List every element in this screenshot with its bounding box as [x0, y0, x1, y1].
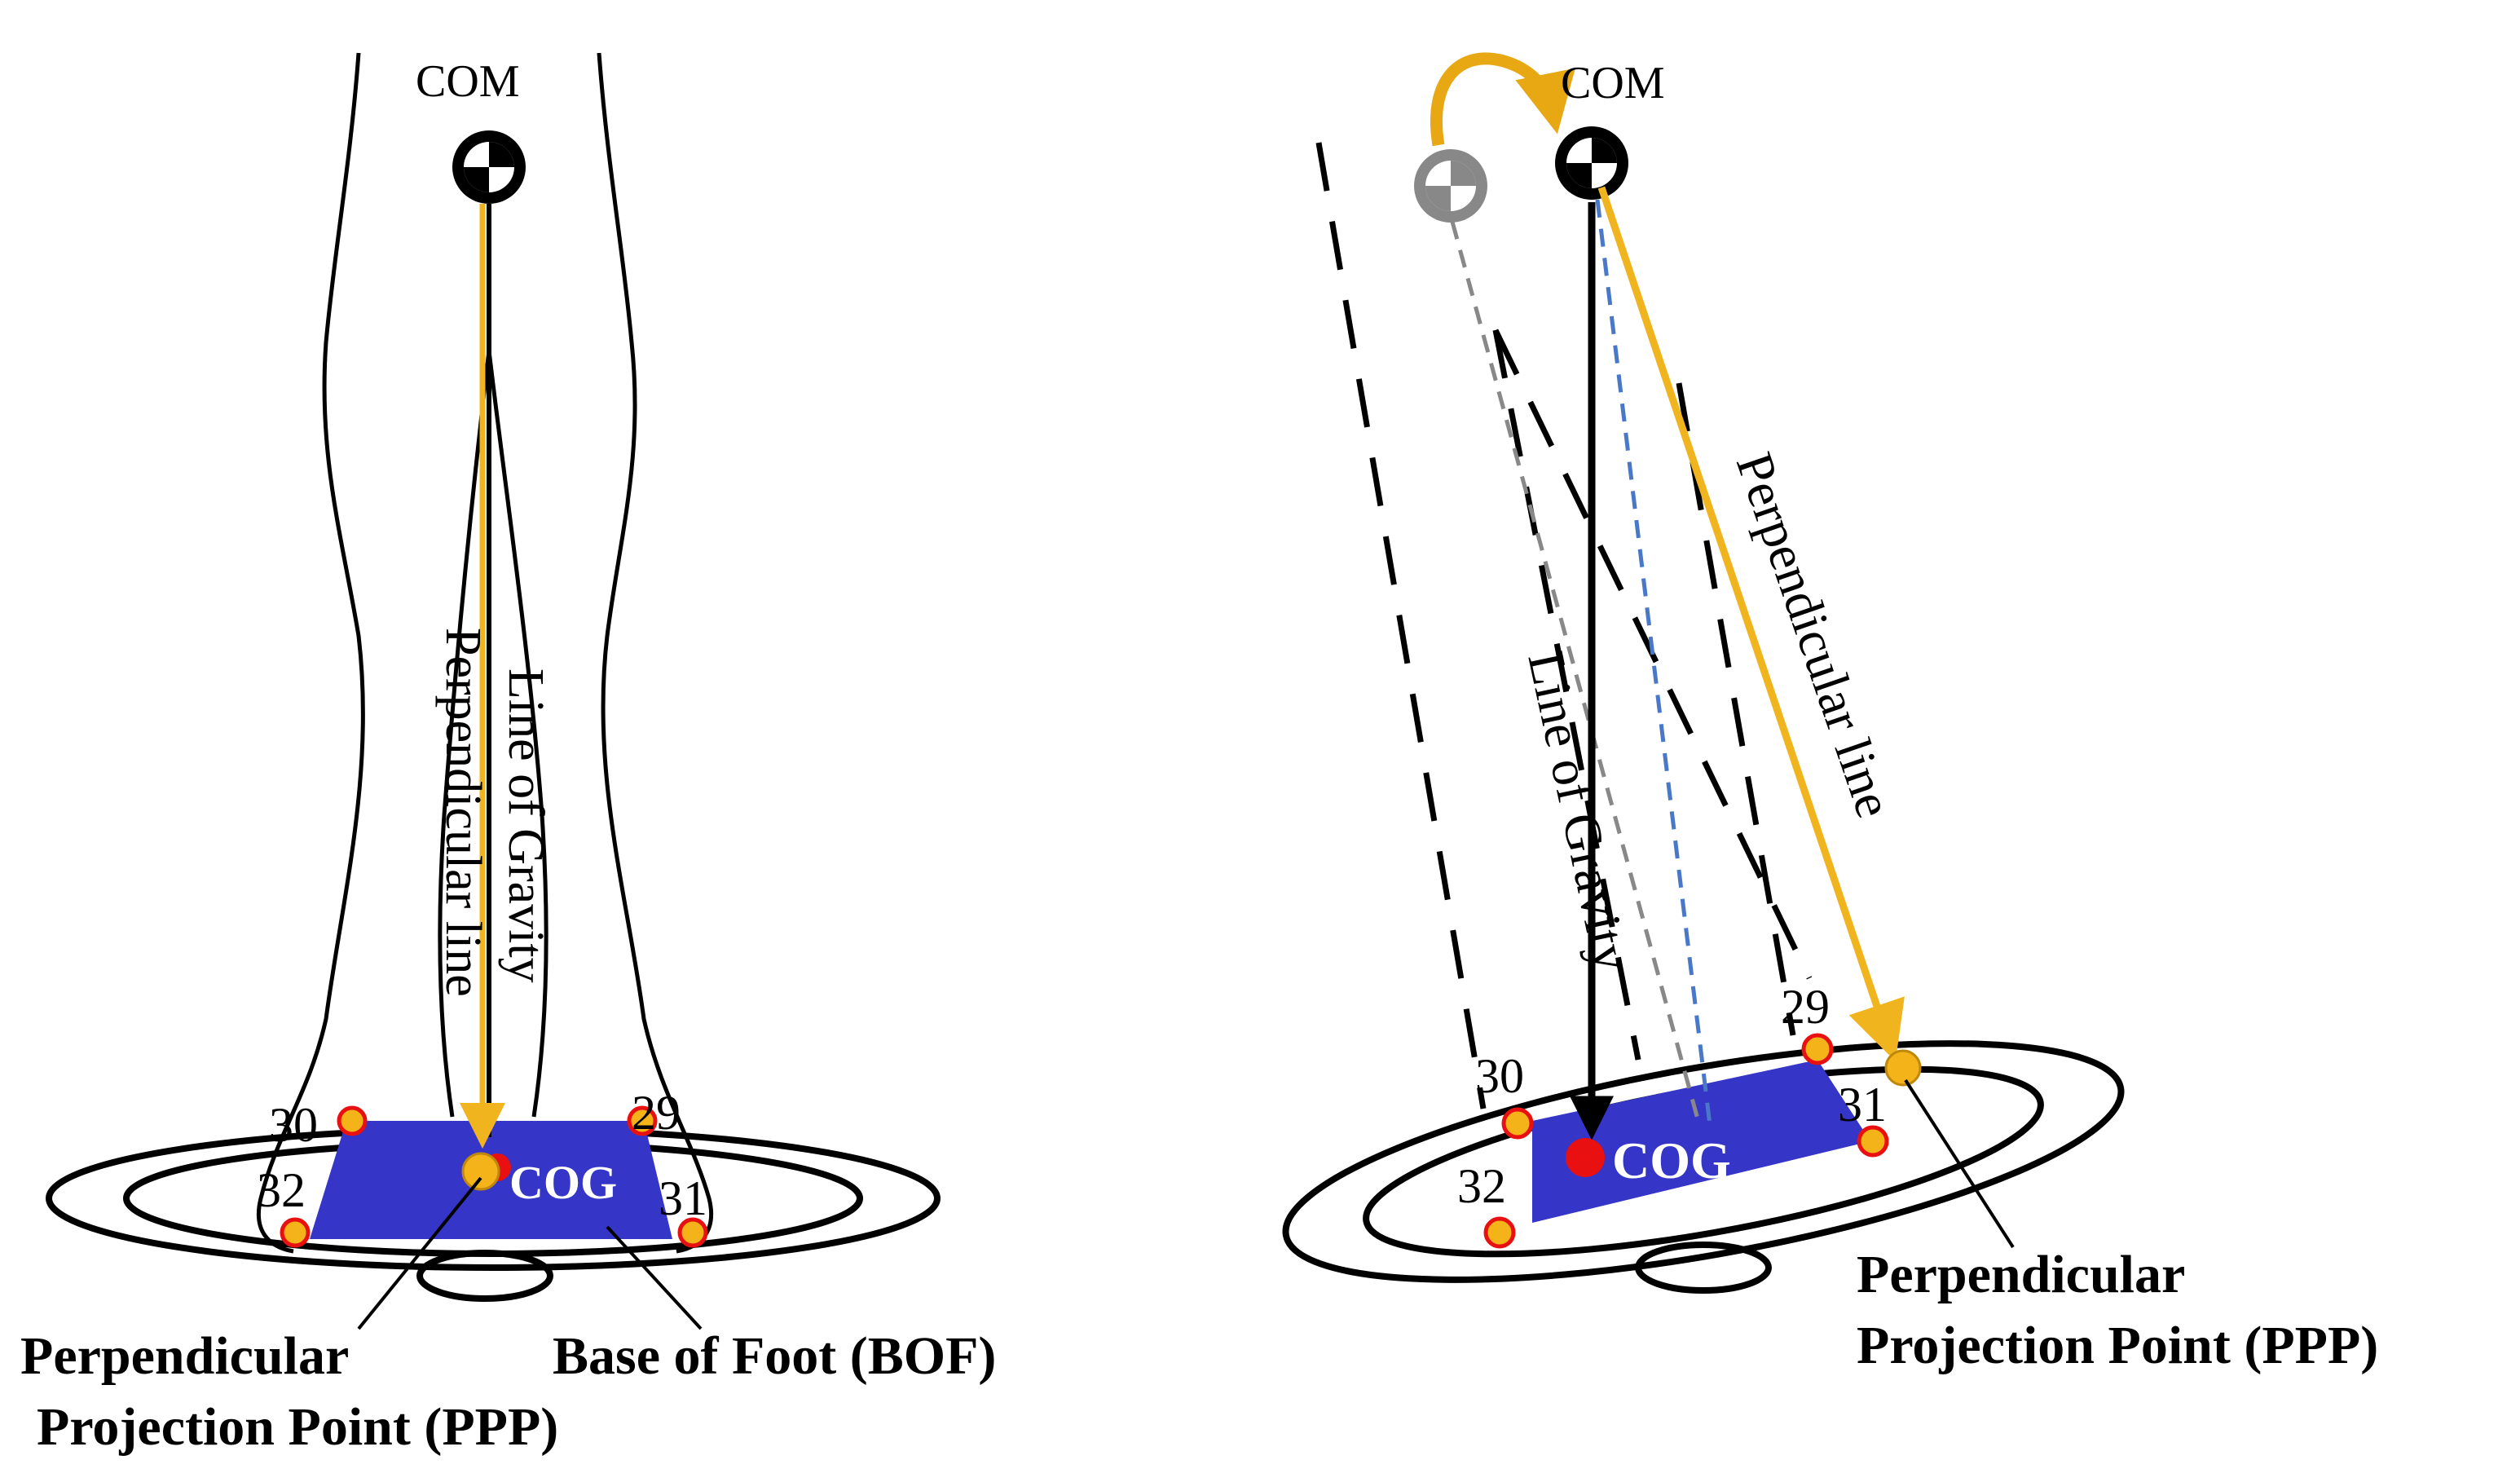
left-marker-label-29: 29	[632, 1086, 681, 1140]
right-rotation-arrow	[1430, 52, 1575, 147]
left-ppp-label-line2: Projection Point (PPP)	[37, 1397, 558, 1457]
left-cog-label: COG	[509, 1156, 617, 1209]
left-marker-32	[280, 1217, 311, 1248]
right-cog-point	[1566, 1138, 1605, 1177]
right-ppp-label-line1: Perpendicular	[1857, 1245, 2185, 1304]
left-panel: COM Perpendicular line Line of Gravity C…	[20, 52, 996, 1457]
right-marker-31	[1857, 1125, 1889, 1158]
left-legs-outline	[256, 52, 714, 1254]
left-markers	[280, 1105, 708, 1248]
left-marker-label-30: 30	[269, 1098, 318, 1152]
right-ppp-leader	[1904, 1078, 2015, 1249]
right-cog-label: COG	[1612, 1131, 1731, 1189]
left-ppp-label-line1: Perpendicular	[20, 1326, 349, 1386]
left-marker-31	[677, 1217, 708, 1248]
right-marker-32	[1483, 1216, 1516, 1249]
right-base-of-foot	[1532, 1060, 1870, 1223]
left-marker-30	[337, 1105, 368, 1136]
right-ghost-com-symbol	[1414, 149, 1487, 223]
right-com-label: COM	[1561, 58, 1665, 108]
left-perpendicular-line-label: Perpendicular line	[435, 628, 491, 997]
right-ghost-gravity-line	[1450, 221, 1702, 1126]
left-line-of-gravity-label: Line of Gravity	[498, 668, 553, 983]
left-ppp-point	[461, 1152, 500, 1191]
right-line-of-gravity-label: Line of Gravity	[1517, 646, 1641, 976]
left-marker-label-31: 31	[659, 1171, 707, 1225]
right-marker-label-32: 32	[1457, 1159, 1506, 1213]
right-marker-30	[1501, 1107, 1534, 1140]
left-marker-label-32: 32	[257, 1163, 306, 1217]
right-marker-label-30: 30	[1475, 1049, 1524, 1103]
right-marker-29	[1801, 1033, 1834, 1065]
right-markers	[1483, 1033, 1889, 1249]
left-com-label: COM	[416, 56, 520, 107]
right-ppp-point	[1884, 1049, 1922, 1087]
left-ppp-leader	[357, 1176, 482, 1330]
right-blue-dashed-line	[1595, 199, 1712, 1126]
right-marker-label-29: 29	[1781, 980, 1830, 1034]
right-marker-label-31: 31	[1838, 1078, 1887, 1131]
left-com-symbol	[452, 130, 526, 204]
right-perpendicular-line	[1597, 186, 1905, 1062]
left-marker-29	[627, 1105, 658, 1136]
left-bof-label: Base of Foot (BOF)	[553, 1326, 996, 1386]
right-panel: COM Line of Gravity Perpendicular line C…	[1282, 52, 2378, 1375]
left-bof-leader	[606, 1225, 703, 1330]
right-ppp-label-line2: Projection Point (PPP)	[1857, 1316, 2378, 1375]
right-com-symbol	[1555, 126, 1628, 200]
